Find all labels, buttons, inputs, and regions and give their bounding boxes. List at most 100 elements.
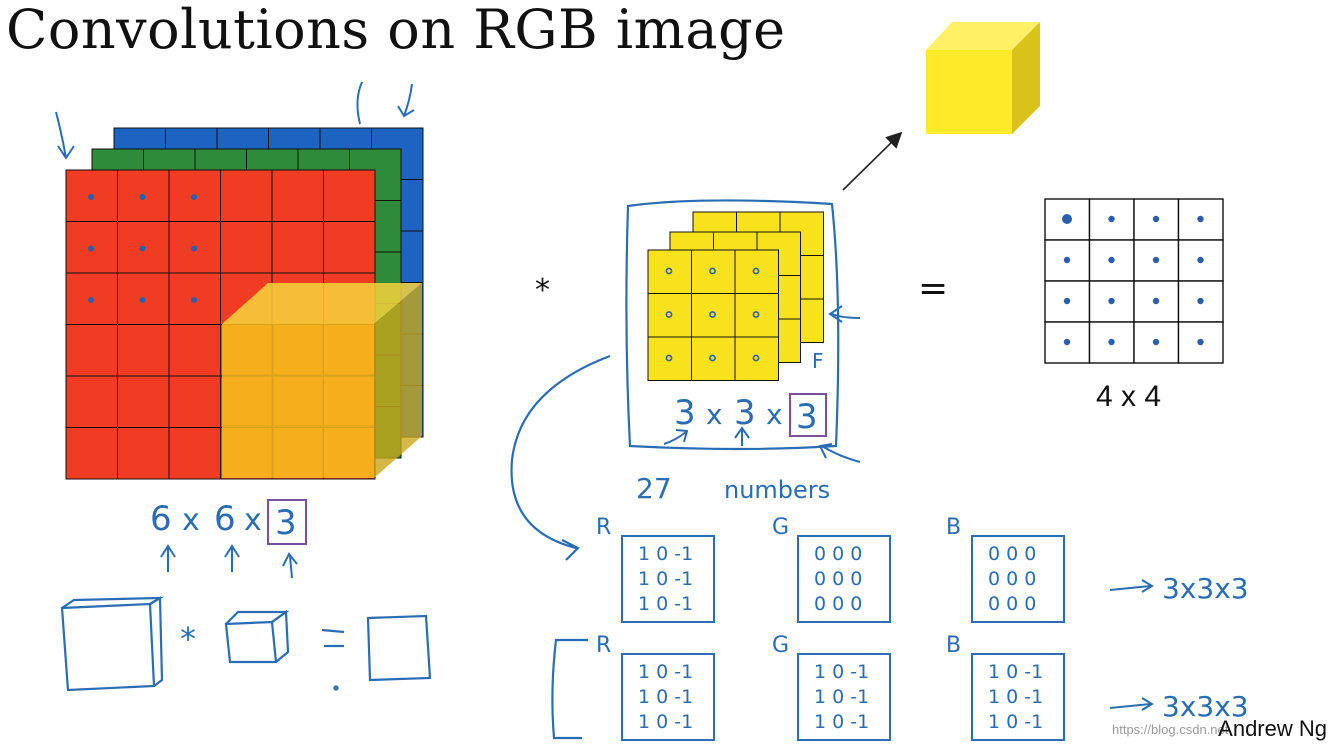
filter-dot [665, 267, 673, 275]
dim-height: 6 [150, 499, 172, 539]
output-dot [1152, 338, 1160, 346]
slide-title: Convolutions on RGB image [6, 0, 786, 61]
up-arrow [282, 552, 298, 579]
filter-layer-1 [647, 249, 779, 381]
filter-overlay-cube [222, 283, 422, 478]
filter-dim-height: 3 [674, 393, 696, 433]
filter-dots [665, 267, 760, 362]
example-arrow [1109, 697, 1154, 711]
filter-dim-width: 3 [734, 393, 756, 433]
example-matrix-row: 1 0 -1 [638, 711, 693, 733]
dim-channels: 3 [275, 503, 297, 543]
example-channel-label: R [596, 633, 611, 658]
count-number: 27 [636, 472, 672, 505]
filter-cell [647, 249, 692, 294]
output-dot [1197, 256, 1204, 264]
input-cell-r [271, 221, 324, 274]
equals-operator: = [918, 268, 948, 309]
dim-sep: x [182, 503, 200, 538]
bracket [551, 638, 588, 740]
example-matrix-row: 1 0 -1 [638, 661, 693, 683]
output-dot [1152, 215, 1160, 223]
input-cell-r [65, 324, 118, 377]
filter-label: F [812, 349, 824, 373]
output-dot [1108, 338, 1115, 346]
input-dot [139, 245, 146, 252]
output-dot [1108, 215, 1115, 223]
expand-arrow [510, 354, 611, 561]
output-dot [1063, 297, 1071, 305]
input-dot [88, 245, 94, 252]
example-matrix [797, 653, 891, 741]
example-result: 3x3x3 [1162, 690, 1249, 723]
input-volume [55, 81, 424, 480]
output-dot [1197, 215, 1204, 223]
filter-cell [647, 336, 692, 381]
example-matrix-row: 1 0 -1 [638, 568, 693, 590]
example-matrix [971, 535, 1065, 623]
example-arrow [1109, 579, 1154, 593]
example-channel-label: G [772, 633, 789, 658]
filter-dim-channels: 3 [796, 397, 818, 437]
input-dot [88, 194, 94, 200]
hand-arrow [828, 305, 861, 323]
filter-dot [709, 311, 716, 318]
filter-dims-annotation: 3 x 3 x 3 27 numbers [636, 393, 861, 505]
up-arrow [224, 544, 240, 572]
filter-dot [752, 311, 760, 318]
example-channel-label: R [596, 515, 611, 540]
input-cell-r [271, 169, 324, 222]
input-cell-r [220, 169, 273, 222]
channel-box [267, 499, 307, 545]
filter-cell [691, 249, 736, 294]
filter-outline [625, 199, 840, 451]
example-matrix-row: 1 0 -1 [638, 593, 693, 615]
up-arrow [734, 426, 750, 446]
example-matrix-row: 0 0 0 [988, 593, 1036, 615]
output-dot [1197, 338, 1204, 346]
convolve-operator: * [535, 273, 550, 308]
example-matrix-row: 1 0 -1 [988, 686, 1043, 708]
hand-arrow [397, 83, 415, 118]
output-grid [1044, 198, 1224, 364]
filter-dot [665, 354, 673, 362]
input-cell-r [168, 375, 221, 428]
filter-dim-sep: x [766, 398, 783, 431]
example-matrix-row: 0 0 0 [988, 543, 1036, 565]
example-matrix-row: 0 0 0 [814, 543, 862, 565]
input-cell-r [168, 324, 221, 377]
input-dot [139, 297, 146, 303]
input-dot [191, 194, 197, 200]
filter-dot [665, 311, 673, 318]
filter-channel-box [789, 393, 827, 437]
input-dot [139, 194, 146, 200]
example-matrix-row: 1 0 -1 [638, 543, 693, 565]
output-dot [1063, 338, 1071, 346]
input-cell-r [323, 221, 376, 274]
input-cell-r [65, 427, 118, 480]
example-channel-label: B [946, 515, 961, 540]
filter-cell [691, 293, 736, 338]
hand-arrow [663, 429, 689, 445]
example-matrix [621, 535, 715, 623]
input-dot [191, 245, 197, 252]
input-cell-r [117, 324, 170, 377]
example-result: 3x3x3 [1162, 572, 1249, 605]
example-matrix-row: 1 0 -1 [814, 711, 869, 733]
example-matrix-row: 1 0 -1 [814, 686, 869, 708]
hand-arrow [818, 443, 861, 463]
output-cube [926, 22, 1040, 134]
sketch-equation [60, 596, 432, 692]
filter-dim-sep: x [706, 398, 723, 431]
example-matrix-row: 1 0 -1 [988, 661, 1043, 683]
filter-dot [709, 354, 716, 362]
example-channel-label: G [772, 515, 789, 540]
output-dot [1152, 256, 1160, 264]
example-matrix-row: 1 0 -1 [814, 661, 869, 683]
watermark: https://blog.csdn.net [1112, 722, 1229, 737]
filter-dot [709, 267, 716, 275]
filter-cell [734, 336, 779, 381]
output-arrow [842, 131, 903, 191]
filter-cell [647, 293, 692, 338]
